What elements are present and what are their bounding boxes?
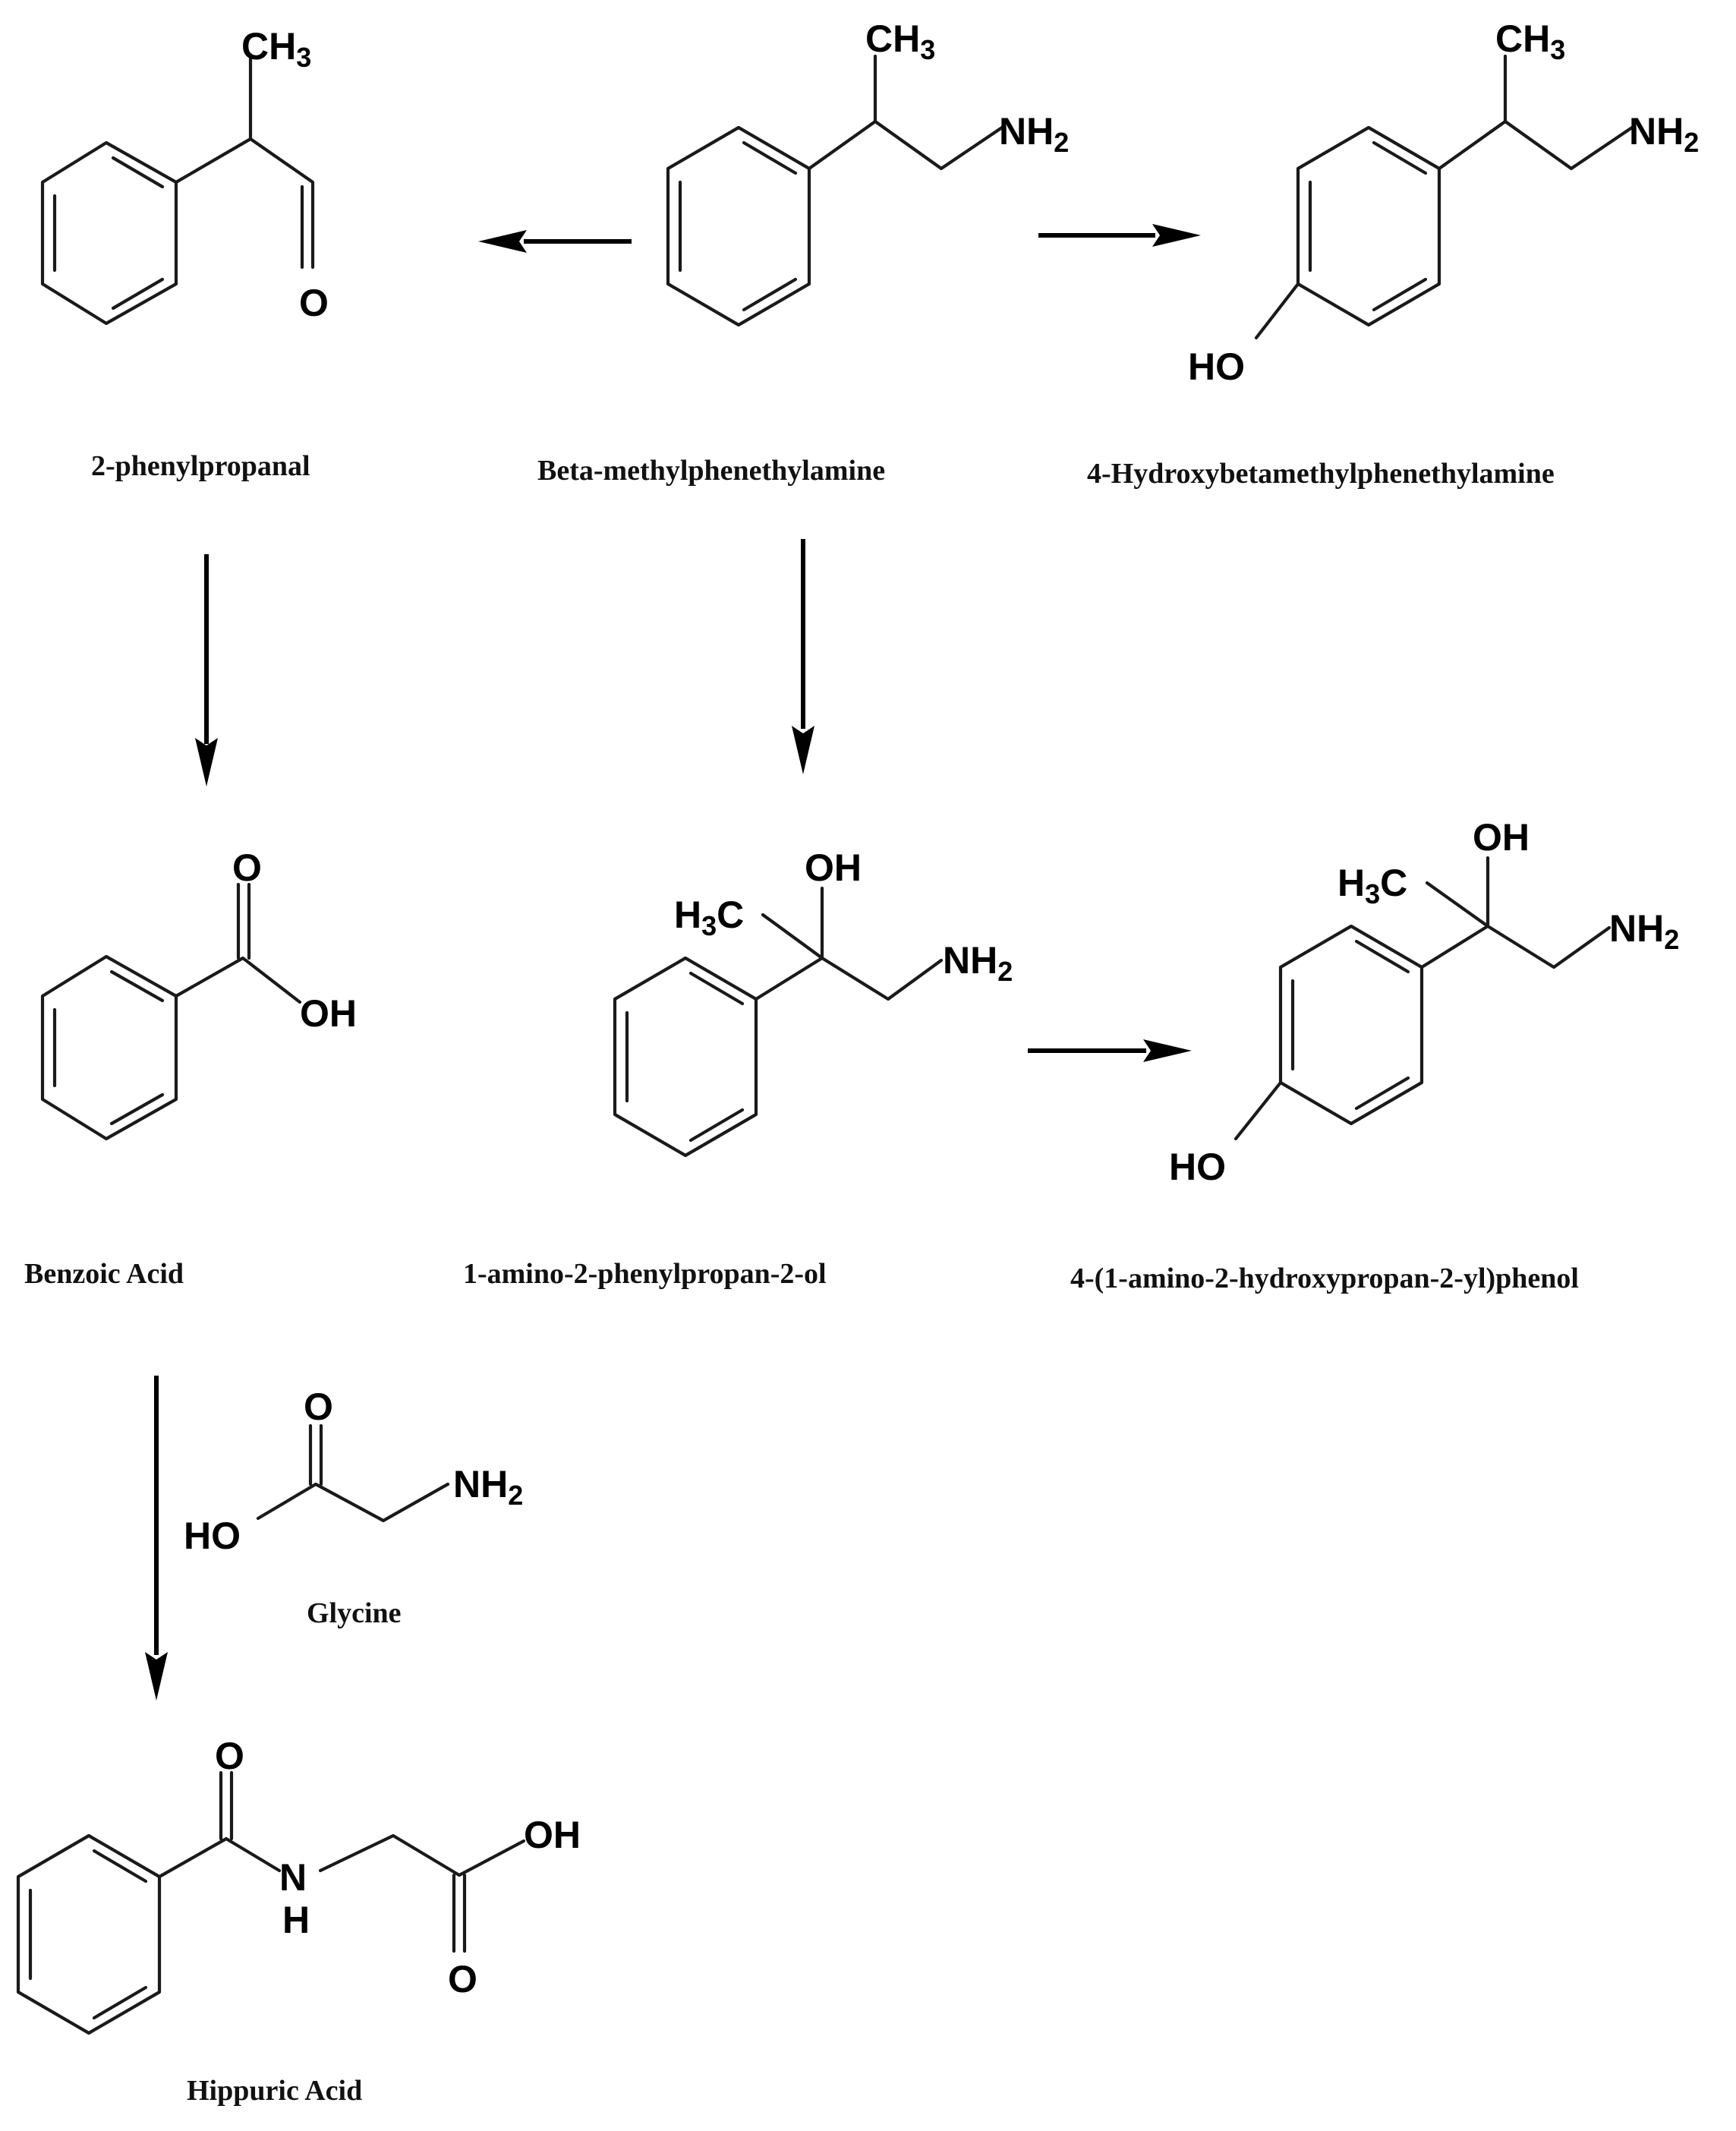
carbonyl-oxygen-label: O [448, 1958, 477, 2000]
structure-beta-methylphenethylamine: CH3 NH2 [666, 17, 1069, 327]
arrow-to-2-phenylpropanal [478, 230, 632, 253]
amine-label: NH2 [999, 110, 1069, 158]
structure-2-phenylpropanal: CH3 O [40, 25, 329, 326]
compound-name-4-hydroxybetamethylphenethylamine: 4-Hydroxybetamethylphenethylamine [1087, 458, 1555, 490]
methyl-label: CH3 [241, 25, 311, 73]
amine-label: NH2 [1609, 907, 1679, 955]
amine-label: NH2 [943, 939, 1013, 987]
phenol-hydroxyl-label: HO [1169, 1146, 1226, 1188]
compound-name-hippuric-acid: Hippuric Acid [187, 2075, 362, 2107]
nitrogen-label: N [279, 1856, 307, 1899]
oxygen-label: O [304, 1385, 333, 1428]
structure-4-hydroxybetamethylphenethylamine: CH3 NH2 HO [1188, 17, 1699, 388]
structure-benzoic-acid: O OH [40, 846, 357, 1141]
arrow-to-benzoic-acid [195, 554, 218, 787]
methyl-label: H3C [674, 894, 744, 941]
amine-label: NH2 [453, 1463, 523, 1511]
oxygen-label: O [299, 282, 329, 324]
hydrogen-label: H [282, 1899, 310, 1941]
structure-4-amino-hydroxypropanyl-phenol: OH H3C NH2 HO [1169, 816, 1679, 1188]
hydroxyl-label: OH [300, 992, 357, 1035]
oxygen-label: O [232, 846, 262, 889]
arrow-to-1-amino-2-phenylpropan-2-ol [792, 539, 814, 774]
arrow-to-4-hydroxybetamethylphenethylamine [1038, 224, 1201, 247]
hydroxyl-label: HO [184, 1515, 241, 1557]
structure-glycine: O HO NH2 [184, 1385, 523, 1557]
oxygen-label: O [215, 1735, 244, 1777]
amine-label: NH2 [1629, 110, 1699, 158]
compound-name-2-phenylpropanal: 2-phenylpropanal [91, 450, 310, 482]
arrow-to-hippuric-acid [145, 1376, 168, 1701]
hydroxyl-label: OH [1473, 816, 1530, 859]
hydroxyl-label: HO [1188, 345, 1245, 388]
methyl-label: H3C [1337, 862, 1407, 909]
methyl-label: CH3 [1495, 17, 1565, 65]
compound-name-beta-methylphenethylamine: Beta-methylphenethylamine [537, 455, 885, 487]
compound-name-glycine: Glycine [307, 1597, 402, 1629]
structure-1-amino-2-phenylpropan-2-ol: OH H3C NH2 [613, 846, 1013, 1158]
arrow-to-4-amino-hydroxypropanyl-phenol [1028, 1039, 1192, 1062]
structure-hippuric-acid: O N H OH O [16, 1735, 581, 2035]
compound-name-benzoic-acid: Benzoic Acid [24, 1258, 184, 1290]
hydroxyl-label: OH [805, 846, 862, 889]
compound-name-4-amino-hydroxypropanyl-phenol: 4-(1-amino-2-hydroxypropan-2-yl)phenol [1070, 1263, 1579, 1294]
methyl-label: CH3 [865, 17, 935, 65]
compound-name-1-amino-2-phenylpropan-2-ol: 1-amino-2-phenylpropan-2-ol [463, 1258, 827, 1290]
hydroxyl-label: OH [524, 1814, 581, 1856]
